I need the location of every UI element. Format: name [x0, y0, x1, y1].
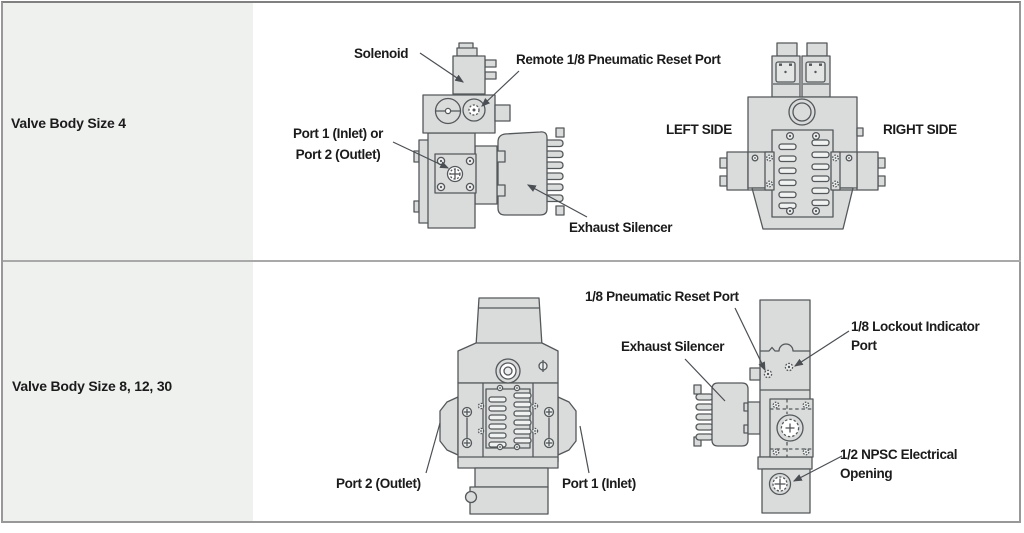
callout-port2-outlet: Port 2 (Outlet) — [336, 476, 421, 491]
row-header-column — [3, 3, 253, 521]
remote-reset-port-part — [462, 98, 486, 122]
callout-lockout-indicator-port: 1/8 Lockout Indicator Port — [851, 317, 980, 355]
callout-remote-reset-port: Remote 1/8 Pneumatic Reset Port — [516, 52, 721, 67]
callout-port1-inlet: Port 1 (Inlet) — [562, 476, 636, 491]
port-plate-part — [434, 153, 477, 194]
callout-lockout-line2: Port — [851, 338, 877, 353]
exhaust-silencer-part — [693, 382, 749, 447]
callout-exhaust-silencer-top: Exhaust Silencer — [569, 220, 673, 235]
vent-plate-part — [764, 129, 841, 218]
callout-lockout-line1: 1/8 Lockout Indicator — [851, 319, 980, 334]
valve-size4-front-view-diagram — [719, 42, 886, 230]
label-left-side: LEFT SIDE — [666, 122, 732, 137]
row-divider — [3, 260, 1021, 262]
valve-size4-side-view-diagram — [413, 42, 565, 229]
row2-header: Valve Body Size 8, 12, 30 — [12, 378, 172, 394]
label-right-side: RIGHT SIDE — [883, 122, 957, 137]
valve-size81230-front-view-diagram — [439, 297, 577, 515]
callout-electrical-line1: 1/2 NPSC Electrical — [840, 447, 958, 462]
solenoid-part — [452, 42, 497, 95]
exhaust-silencer-part — [497, 127, 565, 216]
port2-wing-part — [439, 396, 459, 456]
callout-electrical-line2: Opening — [840, 466, 893, 481]
mounting-plate-part — [413, 139, 430, 224]
callout-exhaust-silencer-bottom: Exhaust Silencer — [621, 339, 725, 354]
port1-wing-part — [557, 396, 577, 456]
row1-header: Valve Body Size 4 — [11, 115, 126, 131]
pneumatic-reset-port-part — [763, 369, 773, 379]
solenoid-connectors-part — [771, 42, 831, 98]
callout-pneumatic-reset-port: 1/8 Pneumatic Reset Port — [585, 289, 739, 304]
callout-port-line2: Port 2 (Outlet) — [295, 147, 381, 162]
callout-solenoid: Solenoid — [354, 46, 409, 61]
valve-size81230-side-view-diagram — [693, 299, 814, 514]
callout-port1-port2: Port 1 (Inlet) or Port 2 (Outlet) — [287, 123, 389, 165]
mounting-bolts-part — [461, 406, 555, 449]
electrical-opening-part — [768, 472, 792, 496]
vent-plate-part — [477, 384, 539, 451]
center-plate-part — [769, 398, 814, 458]
callout-port-line1: Port 1 (Inlet) or — [292, 126, 384, 141]
callout-npsc-electrical-opening: 1/2 NPSC Electrical Opening — [840, 445, 958, 483]
solenoid-part — [475, 297, 543, 347]
lockout-indicator-port-part — [784, 362, 794, 372]
